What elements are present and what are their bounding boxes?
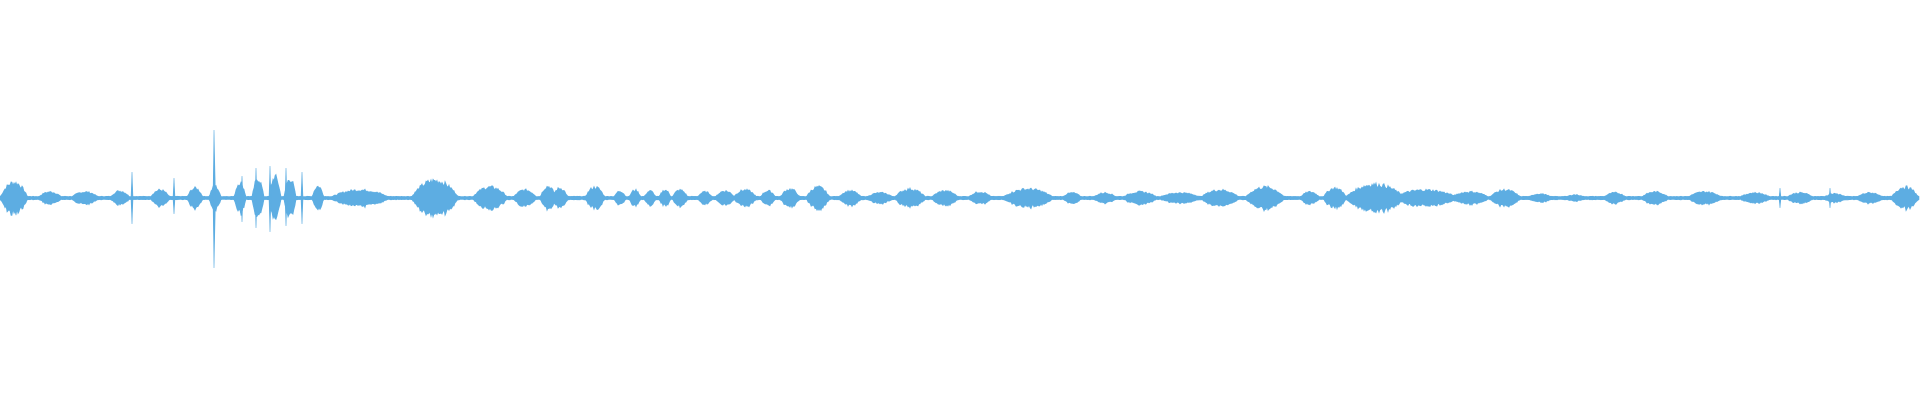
waveform-shape [0,129,1920,269]
